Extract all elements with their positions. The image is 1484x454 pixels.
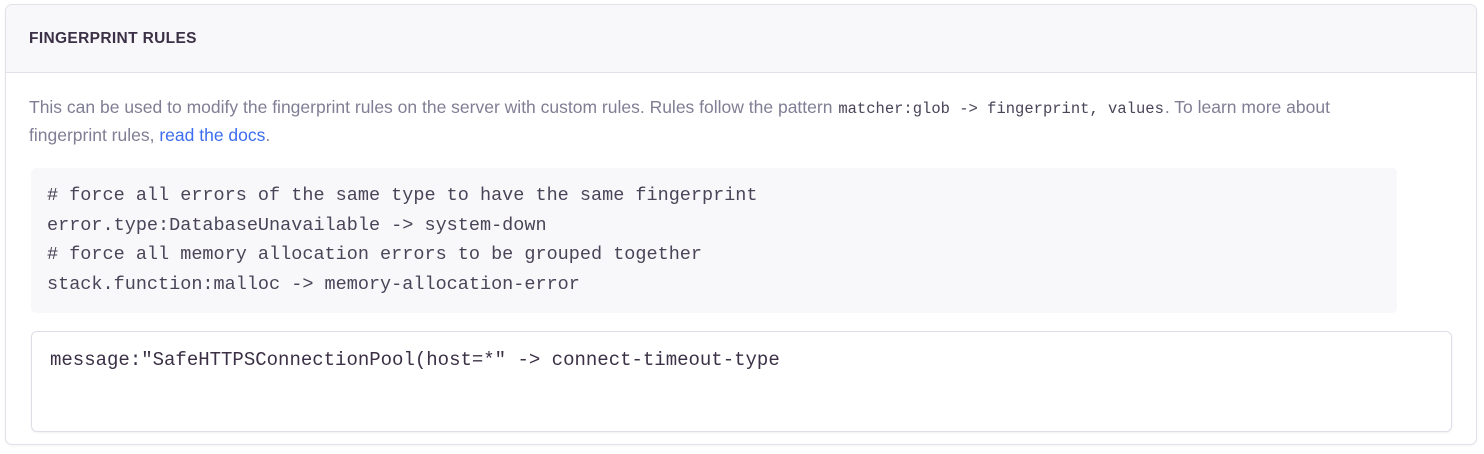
fingerprint-rules-panel: FINGERPRINT RULES This can be used to mo… [5,4,1477,445]
panel-body: This can be used to modify the fingerpri… [6,73,1476,432]
example-rules-code-block: # force all errors of the same type to h… [31,168,1397,313]
description-part-2: . To learn more about fingerprint rules, [29,97,1330,145]
read-the-docs-link[interactable]: read the docs [159,125,266,145]
panel-header: FINGERPRINT RULES [6,5,1476,73]
description-text: This can be used to modify the fingerpri… [29,94,1389,148]
page-title: FINGERPRINT RULES [29,29,197,47]
inline-code-pattern: matcher:glob -> fingerprint, values [838,100,1164,118]
description-part-1: This can be used to modify the fingerpri… [29,97,838,117]
fingerprint-rules-input[interactable] [31,331,1452,432]
description-part-3: . [265,125,271,145]
